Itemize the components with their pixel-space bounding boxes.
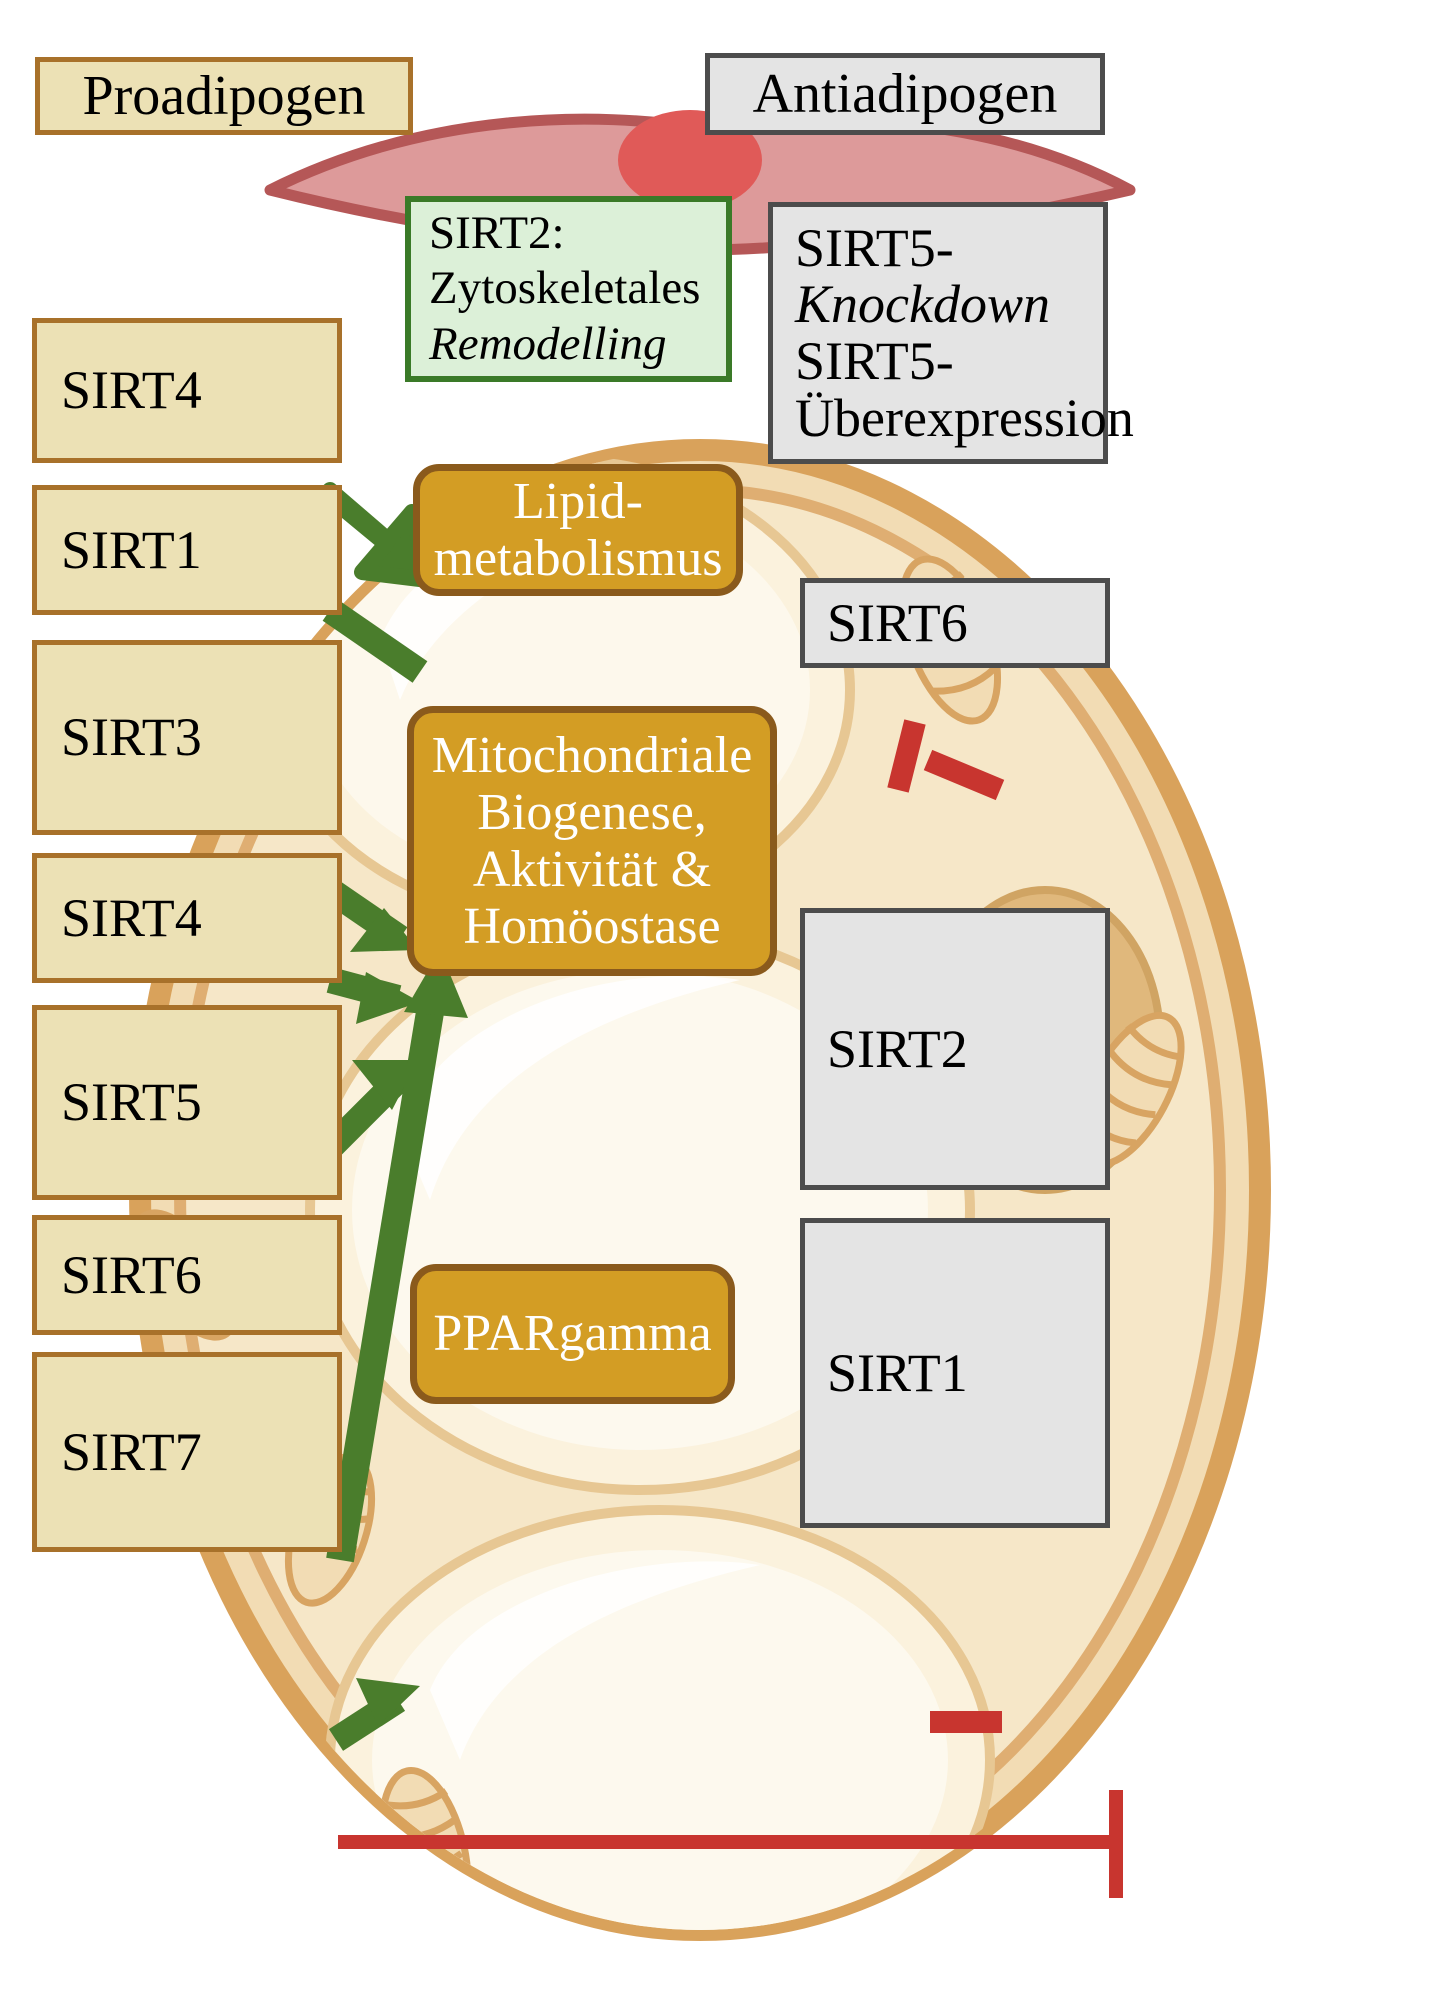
sirt2-cytoskeleton-note: SIRT2: Zytoskeletales Remodelling bbox=[405, 196, 732, 382]
sirt5-line-3: SIRT5- bbox=[795, 331, 954, 391]
ppargamma-node[interactable]: PPARgamma bbox=[410, 1264, 735, 1404]
mito-node-line-1: Mitochondriale bbox=[431, 726, 753, 784]
sirt-box-proadipogen-3[interactable]: SIRT3 bbox=[32, 640, 342, 835]
mito-node-line-4: Homöostase bbox=[463, 898, 721, 956]
sirt1-antiadipogen-box[interactable]: SIRT1 bbox=[800, 1218, 1110, 1528]
sirt-box-label: SIRT6 bbox=[61, 1244, 202, 1305]
sirt-box-label: SIRT4 bbox=[61, 887, 202, 948]
sirt-box-label: SIRT4 bbox=[61, 360, 202, 421]
sirt6-antiadipogen-label: SIRT6 bbox=[827, 592, 968, 653]
sirt-box-proadipogen-1[interactable]: SIRT4 bbox=[32, 318, 342, 463]
sirt-box-label: SIRT7 bbox=[61, 1421, 202, 1482]
sirt5-line-4: Überexpression bbox=[795, 387, 1134, 448]
sirt2-antiadipogen-box[interactable]: SIRT2 bbox=[800, 908, 1110, 1190]
sirt2-note-line1: SIRT2: bbox=[429, 206, 565, 259]
proadipogen-header-label: Proadipogen bbox=[82, 65, 366, 127]
arrow-sirt1-lipid bbox=[322, 599, 428, 683]
sirt1-antiadipogen-label: SIRT1 bbox=[827, 1342, 968, 1403]
mitochondrial-node[interactable]: Mitochondriale Biogenese, Aktivität & Ho… bbox=[407, 706, 777, 976]
sirt2-antiadipogen-label: SIRT2 bbox=[827, 1018, 968, 1079]
lipid-node-line-1: Lipid- bbox=[513, 472, 643, 530]
sirt6-antiadipogen-box[interactable]: SIRT6 bbox=[800, 578, 1110, 668]
sirt-box-proadipogen-2[interactable]: SIRT1 bbox=[32, 485, 342, 615]
sirt-box-label: SIRT5 bbox=[61, 1072, 202, 1133]
sirt-box-proadipogen-5[interactable]: SIRT5 bbox=[32, 1005, 342, 1200]
sirt5-line-2: Knockdown bbox=[795, 274, 1050, 335]
antiadipogen-header: Antiadipogen bbox=[705, 53, 1105, 135]
sirt-box-proadipogen-7[interactable]: SIRT7 bbox=[32, 1352, 342, 1552]
sirt-box-proadipogen-4[interactable]: SIRT4 bbox=[32, 853, 342, 983]
sirt5-knockdown-box[interactable]: SIRT5- Knockdown SIRT5- Überexpression bbox=[768, 202, 1134, 464]
mito-node-line-2: Biogenese, bbox=[477, 783, 707, 841]
lipid-node-line-2: metabolismus bbox=[433, 530, 723, 587]
proadipogen-header: Proadipogen bbox=[35, 57, 413, 135]
ppar-node-label: PPARgamma bbox=[433, 1305, 712, 1363]
antiadipogen-header-label: Antiadipogen bbox=[752, 63, 1058, 125]
sirt-box-proadipogen-6[interactable]: SIRT6 bbox=[32, 1215, 342, 1335]
sirt2-note-line3: Remodelling bbox=[429, 317, 667, 370]
sirt-box-label: SIRT1 bbox=[61, 519, 202, 580]
inhibit-sirt6-lipid bbox=[923, 749, 1005, 801]
sirt5-line-1: SIRT5- bbox=[795, 217, 954, 278]
arrow-sirt6-mito bbox=[326, 997, 446, 1563]
inhibit-sirt6-lipid-bar bbox=[887, 719, 926, 793]
mito-node-line-3: Aktivität & bbox=[472, 841, 712, 898]
sirt-box-label: SIRT3 bbox=[61, 707, 202, 768]
sirt2-note-line2: Zytoskeletales bbox=[429, 262, 701, 315]
lipid-metabolism-node[interactable]: Lipid- metabolismus bbox=[413, 464, 743, 596]
